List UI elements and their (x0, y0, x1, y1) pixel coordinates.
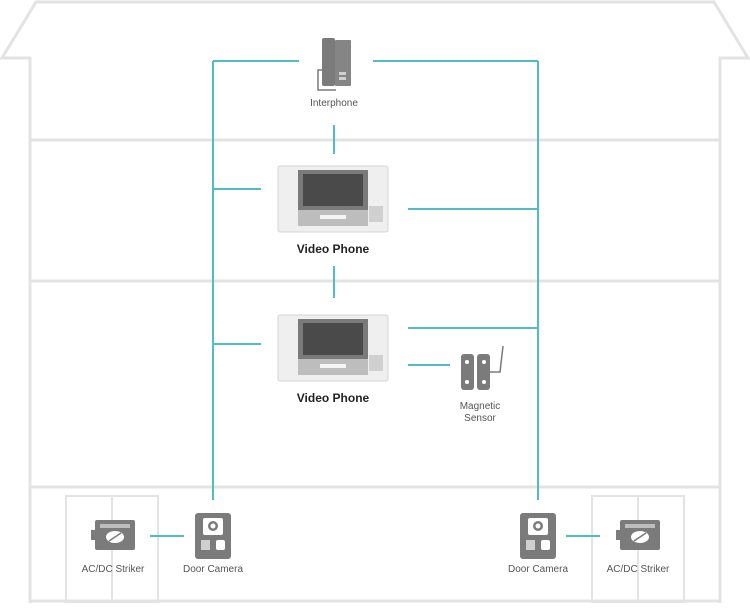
sensor-screw-4 (482, 380, 486, 384)
striker-left-label: AC/DC Striker (81, 564, 145, 575)
video-phone-bottom-icon (277, 314, 389, 382)
video-phone-top-button (320, 215, 346, 219)
sensor-wire (490, 345, 504, 373)
door-camera-right-icon (520, 513, 556, 559)
interphone-icon (317, 38, 351, 91)
striker-right-label: AC/DC Striker (606, 564, 670, 575)
striker-right-top (625, 524, 655, 528)
door-camera-left-label: Door Camera (182, 564, 244, 575)
door-camera-right-button (541, 540, 550, 550)
sensor-magnet (461, 354, 474, 390)
door-camera-right-keypad (526, 540, 535, 550)
striker-right-tab (616, 530, 621, 540)
video-phone-bottom-grille (369, 355, 383, 371)
video-phone-top-label: Video Phone (296, 242, 370, 256)
sensor-screw-3 (482, 360, 486, 364)
magnetic-sensor-label-line1: Magnetic (459, 401, 501, 412)
video-phone-top-screen (303, 174, 363, 206)
magnetic-sensor-icon (461, 345, 504, 390)
door-camera-left-button (216, 540, 225, 550)
video-phone-bottom-button (320, 364, 346, 368)
striker-left-latch-slash (108, 532, 122, 542)
door-camera-left-icon (195, 513, 231, 559)
sensor-screw-1 (465, 360, 469, 364)
wiring (150, 60, 600, 537)
door-camera-left-lens-core (210, 523, 216, 529)
door-camera-right-label: Door Camera (507, 564, 569, 575)
video-phone-top-grille (369, 206, 383, 222)
sensor-switch (477, 354, 490, 390)
door-camera-left-keypad (201, 540, 210, 550)
interphone-button-2 (339, 77, 346, 80)
video-phone-bottom-label: Video Phone (296, 391, 370, 405)
interphone-label: Interphone (310, 98, 358, 109)
striker-right-icon (616, 520, 660, 550)
striker-left-tab (91, 530, 96, 540)
striker-right-latch-slash (633, 532, 647, 542)
magnetic-sensor-label-line2: Sensor (464, 412, 496, 424)
sensor-screw-2 (465, 380, 469, 384)
interphone-cord (317, 69, 336, 91)
interphone-button (339, 72, 346, 75)
striker-left-icon (91, 520, 135, 550)
door-camera-right-lens-core (535, 523, 541, 529)
interphone-handset (322, 38, 335, 86)
striker-left-top (100, 524, 130, 528)
video-phone-bottom-screen (303, 323, 363, 355)
magnetic-sensor-label: Magnetic Sensor (440, 401, 520, 424)
video-phone-top-icon (277, 165, 389, 233)
